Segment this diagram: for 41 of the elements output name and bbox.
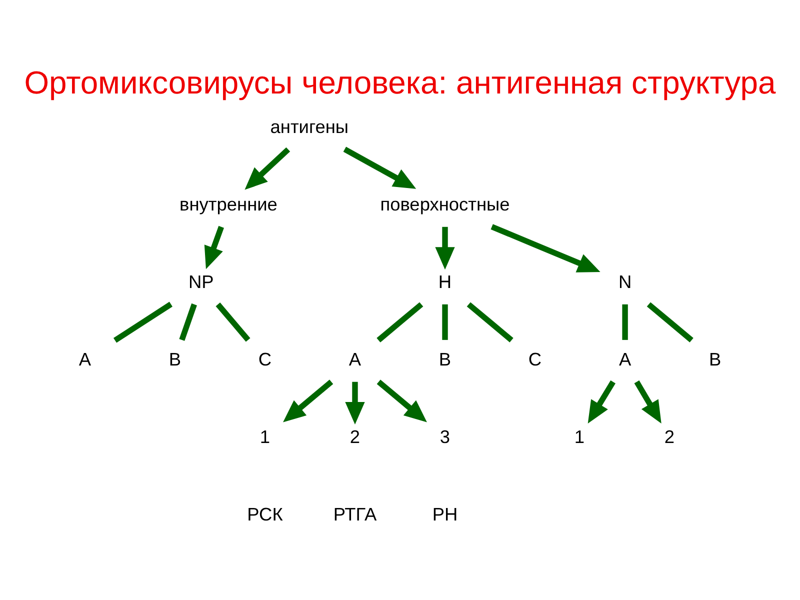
connector <box>216 302 250 342</box>
node-text: A <box>618 348 632 370</box>
arrow <box>343 146 416 189</box>
connector <box>179 303 197 341</box>
arrow <box>283 380 334 422</box>
node-text: 3 <box>440 426 450 447</box>
label: РН <box>432 503 458 524</box>
arrow <box>244 147 290 190</box>
node-text: H <box>438 270 452 292</box>
node-text: C <box>258 348 272 370</box>
node-text: C <box>528 348 542 370</box>
node-text: A <box>78 348 92 370</box>
connector <box>113 302 172 343</box>
node-text: A <box>348 348 362 370</box>
connector <box>646 302 694 342</box>
node-text: 1 <box>574 426 585 447</box>
arrow <box>345 382 365 425</box>
node-text: поверхностные <box>380 193 510 214</box>
node-text: 2 <box>664 426 675 447</box>
node-text: B <box>438 348 452 370</box>
node-text: NP <box>188 270 214 292</box>
node-text: N <box>618 270 632 292</box>
arrow <box>588 380 616 424</box>
node-text: внутренние <box>180 193 278 214</box>
node-text: B <box>168 348 182 370</box>
node-text: 1 <box>260 426 270 447</box>
connector <box>376 302 424 342</box>
arrow <box>204 226 224 270</box>
node-text: B <box>708 348 722 370</box>
arrow <box>490 224 600 272</box>
connector <box>442 304 448 340</box>
connector <box>466 302 514 342</box>
connector <box>622 304 628 340</box>
label: РТГА <box>333 503 377 524</box>
arrow <box>435 226 455 270</box>
arrow <box>376 380 427 422</box>
arrow <box>634 380 662 424</box>
node-text: антигены <box>270 116 349 137</box>
diagram-title: Ортомиксовирусы человека: антигенная структура <box>24 64 776 101</box>
node-text: 2 <box>350 426 360 447</box>
label: РСК <box>247 503 283 524</box>
